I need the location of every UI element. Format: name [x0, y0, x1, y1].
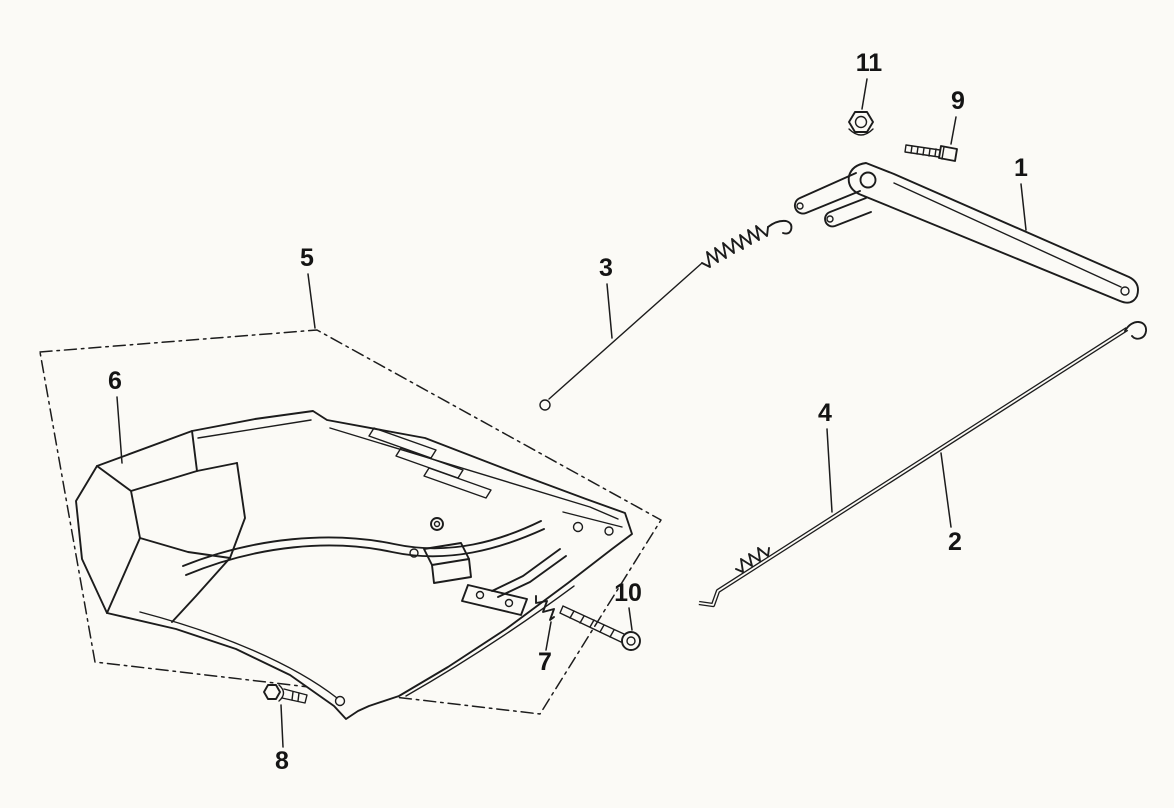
fork-prong-upper	[793, 172, 861, 215]
callout-8-label: 8	[275, 747, 289, 775]
pivot-bolt-head-line	[941, 146, 945, 160]
lower-bracket-plate	[461, 584, 528, 616]
top-ridge-inner-left	[197, 419, 312, 439]
callout-5-label: 5	[300, 244, 314, 272]
arch-curve-outer	[182, 520, 542, 567]
flange-bolt-threads	[291, 691, 300, 702]
linkage-rod-group	[698, 321, 1147, 608]
callout-7-label: 7	[538, 648, 552, 676]
linkage-rod-hook	[1124, 321, 1147, 340]
pivot-arm-group	[793, 111, 1139, 304]
grommet-hole-inner	[433, 520, 441, 528]
callout-2-leader	[940, 452, 952, 528]
spring-rod-group	[539, 219, 793, 411]
callouts-group: 1 2 3 4 5 6 7 8	[108, 49, 1028, 775]
callout-2-label: 2	[948, 528, 962, 556]
callout-11: 11	[856, 49, 883, 110]
rod-spring-coil	[735, 547, 770, 573]
bottom-inner-curve	[139, 611, 338, 699]
mount-plate-hole-2	[604, 526, 614, 536]
flange-nut-flange	[848, 128, 874, 136]
flange-bolt-hex	[263, 684, 281, 700]
side-cowl-crease-4	[191, 430, 198, 472]
flange-nut-hex	[848, 111, 874, 133]
support-strap-2	[497, 555, 567, 598]
flange-bolt-flange	[278, 684, 285, 702]
small-spring-coil	[535, 595, 555, 621]
callout-4: 4	[818, 399, 833, 513]
side-cowl-crease-6	[171, 557, 231, 623]
flange-nut-bore	[854, 115, 868, 129]
top-ridge-inner-right	[329, 427, 619, 520]
callout-4-leader	[826, 428, 833, 513]
center-bracket-side	[431, 558, 472, 584]
side-cowl-crease-3	[139, 537, 231, 559]
callout-1-label: 1	[1014, 154, 1028, 182]
spring-rod-eye	[539, 399, 551, 411]
lower-bracket-hole-1	[475, 590, 485, 600]
callout-9-label: 9	[951, 87, 965, 115]
long-bolt-head-inner	[626, 636, 636, 646]
vent-slot-3	[423, 467, 492, 499]
callout-10-label: 10	[614, 579, 642, 607]
callout-4-label: 4	[818, 399, 832, 427]
callout-11-label: 11	[856, 49, 883, 77]
fork-prong-lower-hole	[826, 215, 834, 223]
callout-6-leader	[116, 396, 123, 464]
grommet-hole-outer	[430, 517, 444, 531]
long-bolt-head	[621, 631, 641, 651]
linkage-rod-core	[698, 328, 1128, 606]
callout-7: 7	[538, 621, 552, 676]
pivot-arm-edge-line	[893, 182, 1122, 288]
callout-7-leader	[545, 621, 552, 651]
callout-10: 10	[614, 579, 642, 631]
callout-8: 8	[275, 704, 289, 775]
callout-3-label: 3	[599, 254, 613, 282]
callout-9: 9	[950, 87, 965, 145]
fork-prong-lower	[824, 197, 872, 228]
tension-spring-hook	[767, 219, 793, 235]
pivot-arm-outline	[847, 162, 1139, 304]
callout-9-leader	[950, 116, 957, 145]
arch-curve-inner	[185, 528, 545, 576]
small-fasteners-group	[535, 595, 641, 651]
pivot-bolt-threads	[910, 145, 937, 157]
pivot-arm-boss	[859, 171, 877, 189]
callout-6: 6	[108, 367, 123, 464]
mount-plate-hole-1	[572, 521, 584, 533]
fender-body-group	[75, 410, 633, 720]
long-bolt-threads	[569, 610, 615, 638]
mount-plate-edge	[562, 511, 623, 528]
pivot-arm-tip-hole	[1120, 286, 1130, 296]
fork-prong-upper-hole	[796, 202, 804, 210]
callout-1: 1	[1014, 154, 1028, 231]
callout-11-leader	[861, 78, 868, 110]
support-strap-1	[491, 548, 561, 592]
assembly-boundary-outline	[39, 329, 662, 715]
side-cowl-crease-1	[96, 465, 141, 614]
callout-10-leader	[628, 607, 633, 631]
callout-5-leader	[307, 273, 316, 329]
callout-2: 2	[940, 452, 962, 556]
mid-panel-hole	[409, 548, 419, 558]
lower-bracket-hole-2	[504, 598, 514, 608]
fender-outline	[75, 410, 633, 720]
tension-spring-coil	[701, 225, 769, 268]
callout-3: 3	[599, 254, 613, 339]
callout-6-label: 6	[108, 367, 122, 395]
flange-bolt-shaft	[281, 688, 308, 704]
callout-5: 5	[300, 244, 316, 329]
spring-rod-wire	[548, 262, 703, 400]
callout-1-leader	[1020, 183, 1027, 231]
side-cowl-crease-5	[229, 462, 246, 559]
bottom-tab-hole	[334, 695, 346, 707]
callout-3-leader	[606, 283, 613, 339]
callout-8-leader	[280, 704, 284, 748]
flange-bolt-group	[263, 684, 308, 704]
assembly-boundary-group	[39, 329, 662, 715]
rear-edge-parallel	[405, 585, 575, 697]
